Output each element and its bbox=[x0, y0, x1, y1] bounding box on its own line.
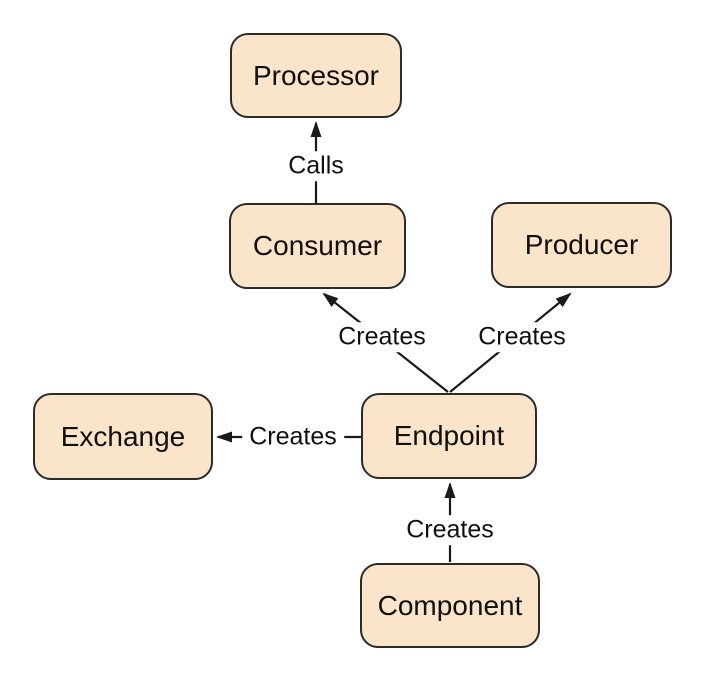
edge-label-creates-producer: Creates bbox=[471, 322, 573, 352]
edge-label-creates-consumer: Creates bbox=[331, 322, 433, 352]
node-exchange: Exchange bbox=[33, 393, 213, 480]
node-consumer: Consumer bbox=[229, 203, 406, 289]
node-producer: Producer bbox=[491, 202, 672, 288]
node-processor: Processor bbox=[230, 33, 402, 118]
edge-label-creates-exchange: Creates bbox=[242, 422, 344, 452]
edge-label-creates-component: Creates bbox=[399, 515, 501, 545]
node-component: Component bbox=[360, 563, 540, 648]
edge-label-calls: Calls bbox=[281, 151, 351, 181]
node-endpoint: Endpoint bbox=[361, 393, 537, 479]
